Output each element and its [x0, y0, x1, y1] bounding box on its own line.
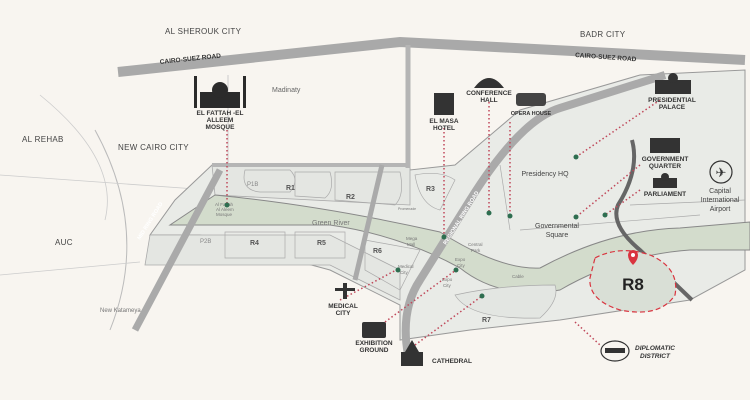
conference-label-1: CONFERENCE	[466, 90, 512, 97]
diplomatic-label-2: DISTRICT	[640, 353, 671, 360]
zone-r5: R5	[317, 240, 326, 247]
expo-city-1: Expo	[455, 257, 466, 262]
green-river-label: Green River	[312, 220, 350, 227]
minor-road	[0, 174, 211, 191]
conference-label-2: HALL	[480, 97, 497, 104]
palace-label-2: PALACE	[659, 104, 686, 111]
medical-city-label-2: CITY	[336, 310, 351, 317]
diplomatic-label-1: DIPLOMATIC	[635, 345, 675, 352]
badr-label: BADR CITY	[580, 30, 626, 39]
mega-mall-label-1: Mega	[406, 236, 418, 241]
madinaty-label: Madinaty	[272, 87, 301, 94]
airport-label-2: International	[701, 197, 740, 204]
block-outlines	[224, 164, 746, 291]
gov-quarter-label-1: GOVERNMENT	[642, 156, 689, 163]
zone-r2: R2	[346, 194, 355, 201]
mega-mall-label-2: Mall	[407, 242, 415, 247]
governmental-square-label-2: Square	[546, 232, 569, 239]
presidency-hq-label: Presidency HQ	[521, 171, 569, 178]
cathedral-icon[interactable]	[401, 340, 423, 366]
palace-icon[interactable]	[655, 73, 691, 94]
palace-label-1: PRESIDENTIAL	[648, 97, 696, 104]
location-pins	[224, 154, 608, 299]
conference-hall-icon[interactable]	[474, 78, 504, 88]
el-masa-label-1: EL MASA	[429, 118, 458, 125]
airport-label-3: Airport	[710, 206, 731, 213]
central-park-label-1: Central	[468, 242, 483, 247]
government-quarter-icon[interactable]	[650, 138, 680, 153]
ring-arc	[39, 94, 108, 221]
expo-city-2: City	[457, 263, 465, 268]
r8-label: R8	[622, 275, 644, 294]
cathedral-label: CATHEDRAL	[432, 358, 472, 365]
road	[352, 164, 385, 281]
location-pin-icon	[628, 250, 638, 265]
zone-r7	[454, 284, 557, 319]
zone-block	[144, 234, 401, 301]
gov-quarter-label-2: QUARTER	[649, 163, 681, 170]
promenade-label: Promenade	[398, 207, 416, 211]
dark-road	[614, 139, 694, 302]
new-katameya-label: New Katameya	[100, 308, 141, 314]
svg-text:✈: ✈	[716, 165, 727, 180]
exhibition-icon[interactable]	[362, 322, 386, 338]
mosque-label-1: EL FATTAH -EL	[197, 110, 244, 117]
airplane-icon[interactable]: ✈	[709, 160, 733, 184]
medical-city-icon[interactable]	[335, 283, 355, 299]
medical-city-small-2: City	[400, 270, 408, 275]
zone-p1b: P1B	[247, 182, 258, 188]
pin-dot	[631, 253, 635, 257]
handshake-icon[interactable]	[600, 340, 630, 362]
mosque-label-3: MOSQUE	[206, 124, 236, 131]
zone-p2b: P2B	[200, 239, 211, 245]
minor-road	[0, 261, 141, 276]
zone-r6: R6	[373, 248, 382, 255]
el-masa-label-2: HOTEL	[433, 125, 455, 132]
medical-city-label-1: MEDICAL	[328, 303, 358, 310]
exhibition-label-1: EXHIBITION	[355, 340, 393, 347]
ring-arc	[94, 129, 128, 331]
central-park-label-2: Park	[471, 248, 481, 253]
zone-r4: R4	[250, 240, 259, 247]
mid-ring-road	[131, 168, 224, 332]
parliament-icon[interactable]	[653, 173, 677, 188]
mosque-small-2: Al Aleem	[216, 207, 234, 212]
regional-ring-road	[401, 71, 667, 356]
hotel-icon[interactable]	[434, 93, 454, 115]
opera-house-icon[interactable]	[516, 93, 546, 106]
cable-label: Cable	[512, 274, 524, 279]
mosque-small-1: Al Fattah	[215, 202, 234, 207]
auc-label: AUC	[55, 238, 73, 247]
expo-city-b-1: Expo	[442, 277, 453, 282]
mosque-small-3: Mosque	[216, 212, 233, 217]
medical-city-small-1: Medical	[398, 264, 414, 269]
exhibition-label-2: GROUND	[360, 347, 389, 354]
zone-r1: R1	[286, 185, 295, 192]
al-rehab-label: AL REHAB	[22, 135, 64, 144]
mosque-label-2: ALLEEM	[207, 117, 234, 124]
new-cairo-label: NEW CAIRO CITY	[118, 143, 189, 152]
parliament-label: PARLIAMENT	[644, 191, 686, 198]
zone-r3: R3	[426, 186, 435, 193]
cairo-suez-road	[117, 36, 746, 77]
zone-r7: R7	[482, 317, 491, 324]
airport-label-1: Capital	[709, 188, 731, 195]
expo-city-b-2: City	[443, 283, 451, 288]
governmental-square-label-1: Governmental	[535, 223, 579, 230]
cairo-suez-road-label-right: CAIRO-SUEZ ROAD	[575, 52, 637, 63]
al-sherouk-label: AL SHEROUK CITY	[165, 27, 242, 36]
mosque-icon[interactable]	[194, 76, 246, 108]
opera-label: OPERA HOUSE	[511, 111, 552, 117]
r8-highlight[interactable]: R8	[589, 250, 677, 313]
connector-lines	[226, 99, 661, 346]
